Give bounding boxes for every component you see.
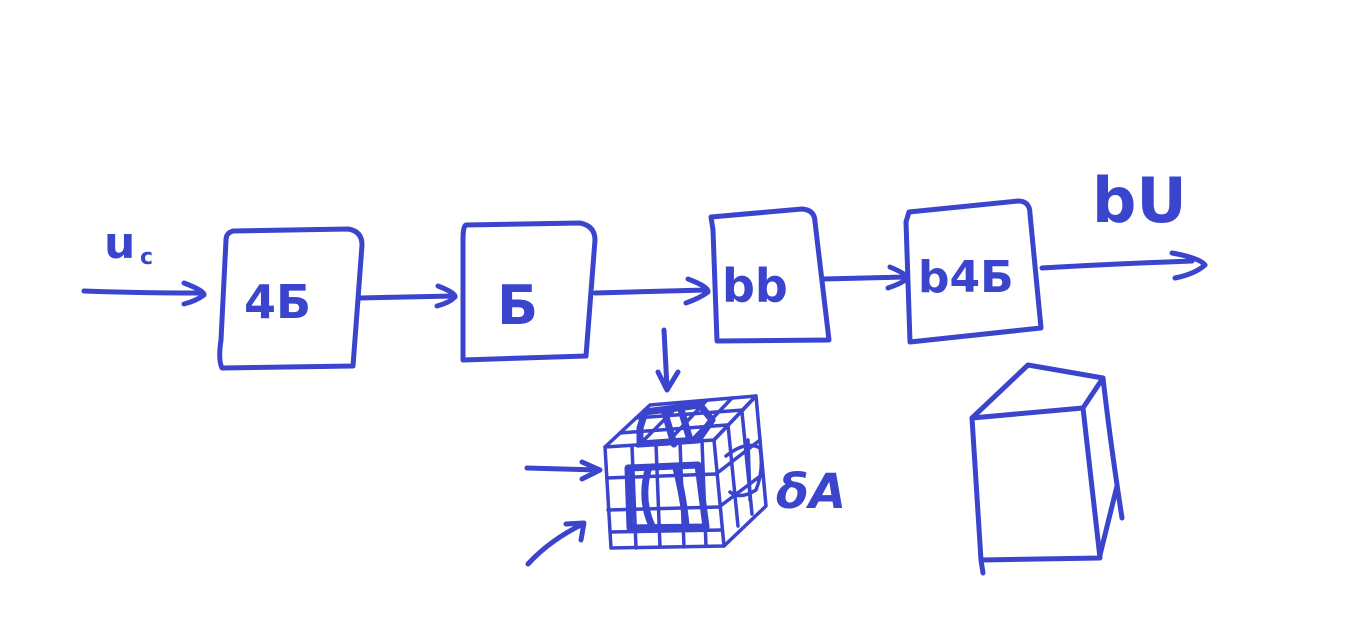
block-3-box (708, 206, 832, 344)
output-arrow (1039, 250, 1208, 281)
down-arrow-to-cube (655, 327, 681, 393)
ink-group: u c 4Б Б bb b4Б bU (81, 164, 1208, 576)
block-4-label: b4Б (918, 252, 1014, 303)
block-2-box (460, 220, 598, 363)
output-label: bU (1092, 164, 1187, 237)
diagonal-arrow-to-cube (525, 520, 587, 567)
block-1-label: 4Б (244, 275, 311, 329)
grid-cube (603, 394, 768, 550)
block-1-box (217, 226, 365, 371)
block-4-box (903, 198, 1044, 345)
arrow-block-1-to-2 (357, 283, 458, 309)
input-arrow (81, 280, 207, 307)
plain-box (969, 362, 1125, 576)
block-3-label: bb (722, 259, 788, 313)
arrow-block-2-to-3 (592, 276, 711, 306)
side-label: δA (776, 464, 846, 520)
block-2-label: Б (497, 274, 538, 337)
input-label: u (104, 218, 135, 269)
input-subscript: c (140, 245, 153, 270)
left-arrow-to-cube (524, 459, 603, 482)
